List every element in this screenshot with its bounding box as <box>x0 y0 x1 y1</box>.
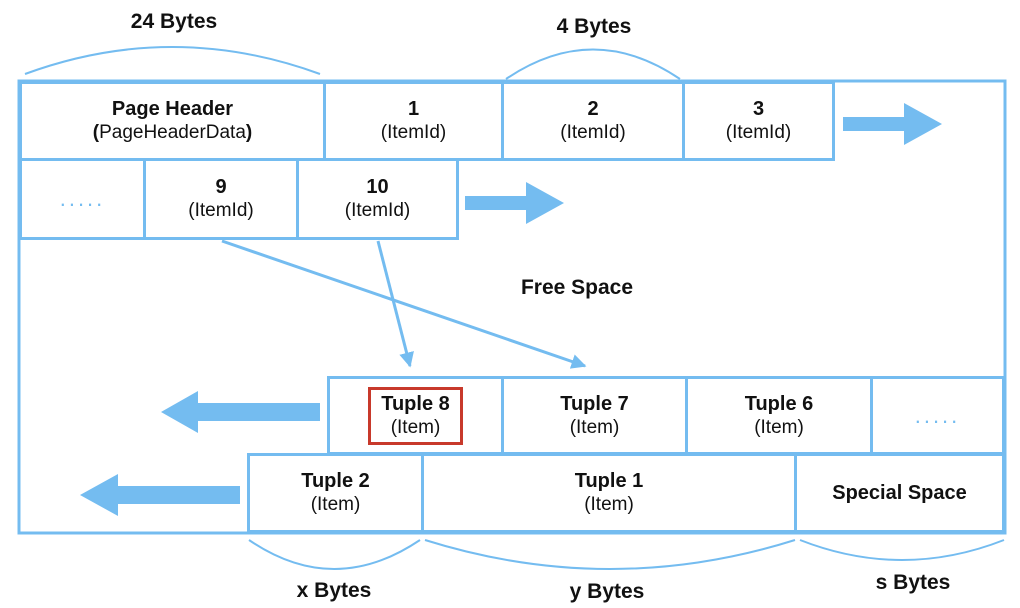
itemid-cell-3: 3 (ItemId) <box>682 81 835 161</box>
tuple-label: (Item) <box>569 416 620 438</box>
brace-s-bytes <box>799 539 1005 561</box>
free-space-label: Free Space <box>520 276 634 299</box>
itemid-cell-10: 10 (ItemId) <box>296 158 459 240</box>
itemid-label: (ItemId) <box>188 200 254 221</box>
itemid-label: (ItemId) <box>344 200 411 221</box>
tuple-label: (Item) <box>310 494 361 515</box>
itemid-ellipsis-cell: ..... <box>19 158 146 240</box>
tuple-ellipsis-cell: ..... <box>870 376 1005 455</box>
ellipsis: ..... <box>914 402 961 428</box>
arrow-right-row2 <box>465 182 564 224</box>
brace-24-bytes <box>24 46 321 75</box>
brace-4-bytes <box>505 48 681 80</box>
tuple-label: (Item) <box>584 494 634 515</box>
size-label-y-bytes: y Bytes <box>569 580 645 603</box>
special-space-cell: Special Space <box>794 453 1005 533</box>
itemid-number: 1 <box>407 98 420 120</box>
arrow-left-row4 <box>80 474 240 516</box>
page-header-cell: Page Header (PageHeaderData) <box>19 81 326 161</box>
itemid-cell-9: 9 (ItemId) <box>143 158 299 240</box>
size-label-s-bytes: s Bytes <box>875 571 951 594</box>
size-label-4-bytes: 4 Bytes <box>556 15 632 38</box>
special-space-label: Special Space <box>832 482 967 504</box>
itemid-cell-1: 1 (ItemId) <box>323 81 504 161</box>
size-label-x-bytes: x Bytes <box>296 579 372 602</box>
tuple-cell-2: Tuple 2 (Item) <box>247 453 424 533</box>
arrow-right-row1 <box>843 103 942 145</box>
tuple-title: Tuple 7 <box>560 392 629 415</box>
tuple-label: (Item) <box>754 416 804 438</box>
brace-x-bytes <box>248 539 421 570</box>
arrow-left-row3 <box>161 391 320 433</box>
itemid-label: (ItemId) <box>560 122 626 143</box>
itemid-number: 9 <box>215 176 227 198</box>
tuple-label: (Item) <box>390 416 441 438</box>
pointer-itemid9-to-tuple7 <box>221 239 587 369</box>
itemid-cell-2: 2 (ItemId) <box>501 81 685 161</box>
page-header-subtitle: (PageHeaderData) <box>92 122 253 143</box>
tuple-8-highlight: Tuple 8 (Item) <box>368 386 463 445</box>
tuple-cell-8: Tuple 8 (Item) <box>327 376 504 455</box>
tuple-cell-7: Tuple 7 (Item) <box>501 376 688 455</box>
size-label-24-bytes: 24 Bytes <box>130 10 218 33</box>
itemid-label: (ItemId) <box>725 122 792 143</box>
pointer-itemid10-to-tuple8 <box>376 240 414 368</box>
tuple-title: Tuple 1 <box>574 470 644 492</box>
itemid-number: 10 <box>366 176 389 198</box>
itemid-number: 3 <box>752 98 765 120</box>
tuple-cell-1: Tuple 1 (Item) <box>421 453 797 533</box>
itemid-number: 2 <box>587 98 599 120</box>
tuple-title: Tuple 8 <box>381 392 450 415</box>
itemid-label: (ItemId) <box>380 122 447 143</box>
brace-y-bytes <box>424 539 796 570</box>
tuple-title: Tuple 6 <box>744 392 814 415</box>
tuple-title: Tuple 2 <box>301 470 370 492</box>
page-header-title: Page Header <box>111 98 234 120</box>
ellipsis: ..... <box>59 186 106 211</box>
tuple-cell-6: Tuple 6 (Item) <box>685 376 873 455</box>
